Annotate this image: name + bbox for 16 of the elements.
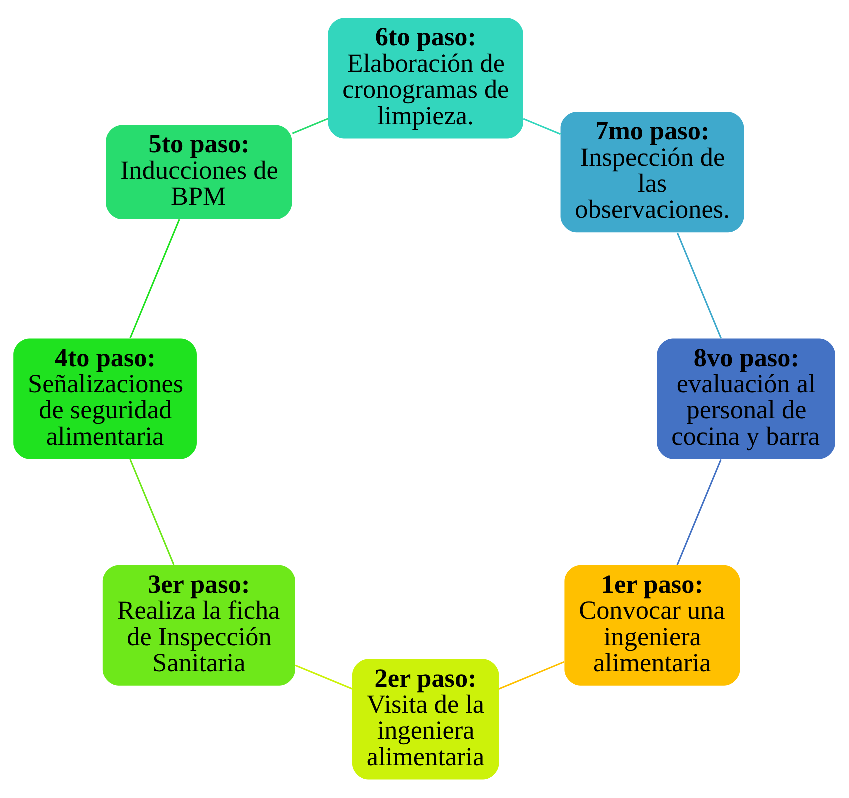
connector <box>130 219 180 339</box>
connector <box>523 118 562 136</box>
node-box: 3er paso: Realiza la ficha de Inspección Sanitaria <box>102 565 296 686</box>
node-box: 6to paso: Elaboración de cronogramas de limpieza. <box>328 18 524 139</box>
node-box: 1er paso: Convocar una ingeniera alimentaria <box>564 565 740 686</box>
node-box: 5to paso: Inducciones de BPM <box>106 125 292 220</box>
node-box: 7mo paso: Inspección de las observaciones. <box>560 112 744 233</box>
connector <box>130 459 175 566</box>
node-box: 8vo paso: evaluación al personal de cocina y barra <box>657 338 836 460</box>
connector <box>498 661 564 690</box>
connector <box>676 459 722 566</box>
node-box: 2er paso: Visita de la ingeniera alimentaria <box>352 659 500 780</box>
node-box: 4to paso: Señalizaciones de seguridad alimentaria <box>14 338 197 460</box>
connector <box>292 118 328 134</box>
connector <box>676 232 722 339</box>
connector <box>295 664 353 690</box>
